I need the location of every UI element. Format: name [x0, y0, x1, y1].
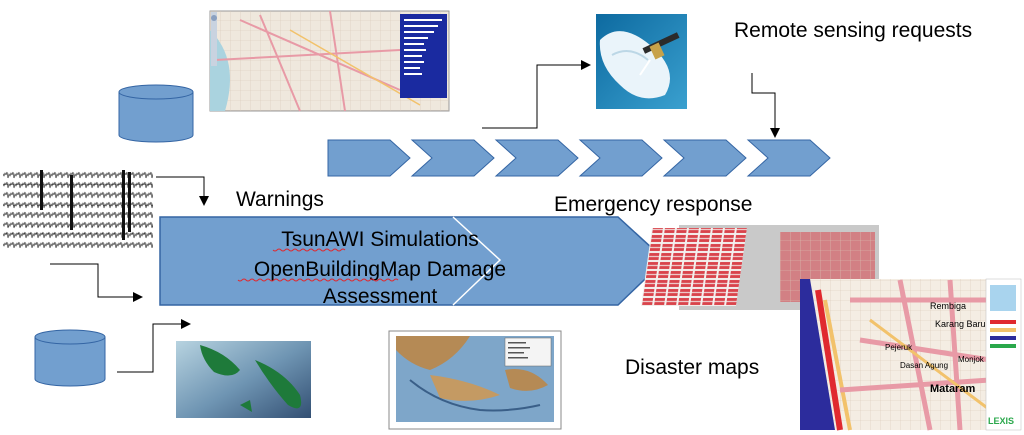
top-map-thumbnail: [209, 10, 450, 112]
map-label-pejeruk: Pejeruk: [885, 343, 913, 352]
seismogram-spike: [40, 170, 43, 210]
seismogram-trace: [3, 226, 153, 234]
arrow-to-bathymetry: [117, 319, 191, 373]
main-arrow-line-1: TsunAWI Simulations: [281, 228, 479, 251]
spellcheck-underline-tsunawi: [272, 248, 346, 252]
main-process-arrow: [159, 216, 667, 306]
map-label-dasan-agung: Dasan Agung: [900, 361, 948, 370]
process-chevron-row: [327, 139, 831, 177]
process-chevron: [662, 139, 747, 177]
process-chevron: [410, 139, 495, 177]
process-chevron: [494, 139, 579, 177]
connector-arrows: [50, 60, 780, 373]
main-arrow-line-2: OpenBuildingMap Damage: [254, 258, 506, 281]
seismogram-trace: [3, 177, 153, 185]
lexis-logo: LEXIS: [988, 416, 1014, 426]
satellite-image: [596, 14, 687, 109]
map-label-monjok: Monjok: [958, 355, 985, 364]
spellcheck-underline-openbuildingmap: [237, 278, 399, 282]
seismogram-spike: [122, 170, 125, 240]
region-map: [388, 330, 562, 430]
seismogram-spike: [128, 172, 131, 232]
label-disaster-maps: Disaster maps: [625, 356, 759, 379]
process-chevron: [327, 139, 411, 177]
arrow-seismo-to-main: [50, 263, 143, 302]
database-top-icon: [118, 84, 194, 143]
seismogram-trace: [3, 205, 153, 213]
seismogram-trace: [3, 191, 153, 199]
seismogram-image: [3, 170, 153, 254]
arrow-remote-sensing: [751, 73, 780, 138]
arrow-db-to-main: [156, 176, 209, 206]
map-label-mataram: Mataram: [930, 383, 975, 395]
seismogram-trace: [3, 233, 153, 241]
label-warnings: Warnings: [236, 188, 324, 211]
seismogram-trace: [3, 219, 153, 227]
map-label-karang-baru: Karang Baru: [935, 319, 986, 329]
label-emergency-response: Emergency response: [554, 193, 752, 216]
process-chevron: [746, 139, 831, 177]
seismogram-trace: [3, 240, 153, 248]
label-remote-sensing-requests: Remote sensing requests: [734, 19, 972, 42]
seismogram-trace: [3, 198, 153, 206]
seismogram-trace: [3, 184, 153, 192]
seismogram-trace: [3, 212, 153, 220]
arrow-to-satellite: [482, 60, 591, 129]
seismogram-spike: [70, 175, 73, 230]
map-label-rembiga: Rembiga: [930, 301, 966, 311]
seismogram-trace: [3, 170, 153, 178]
bathymetry-map: [176, 341, 311, 424]
disaster-street-map: Rembiga Karang Baru Pejeruk Dasan Agung …: [800, 278, 1022, 431]
database-bottom-icon: [34, 329, 106, 387]
process-chevron: [578, 139, 663, 177]
main-arrow-line-3: Assessment: [323, 285, 438, 308]
